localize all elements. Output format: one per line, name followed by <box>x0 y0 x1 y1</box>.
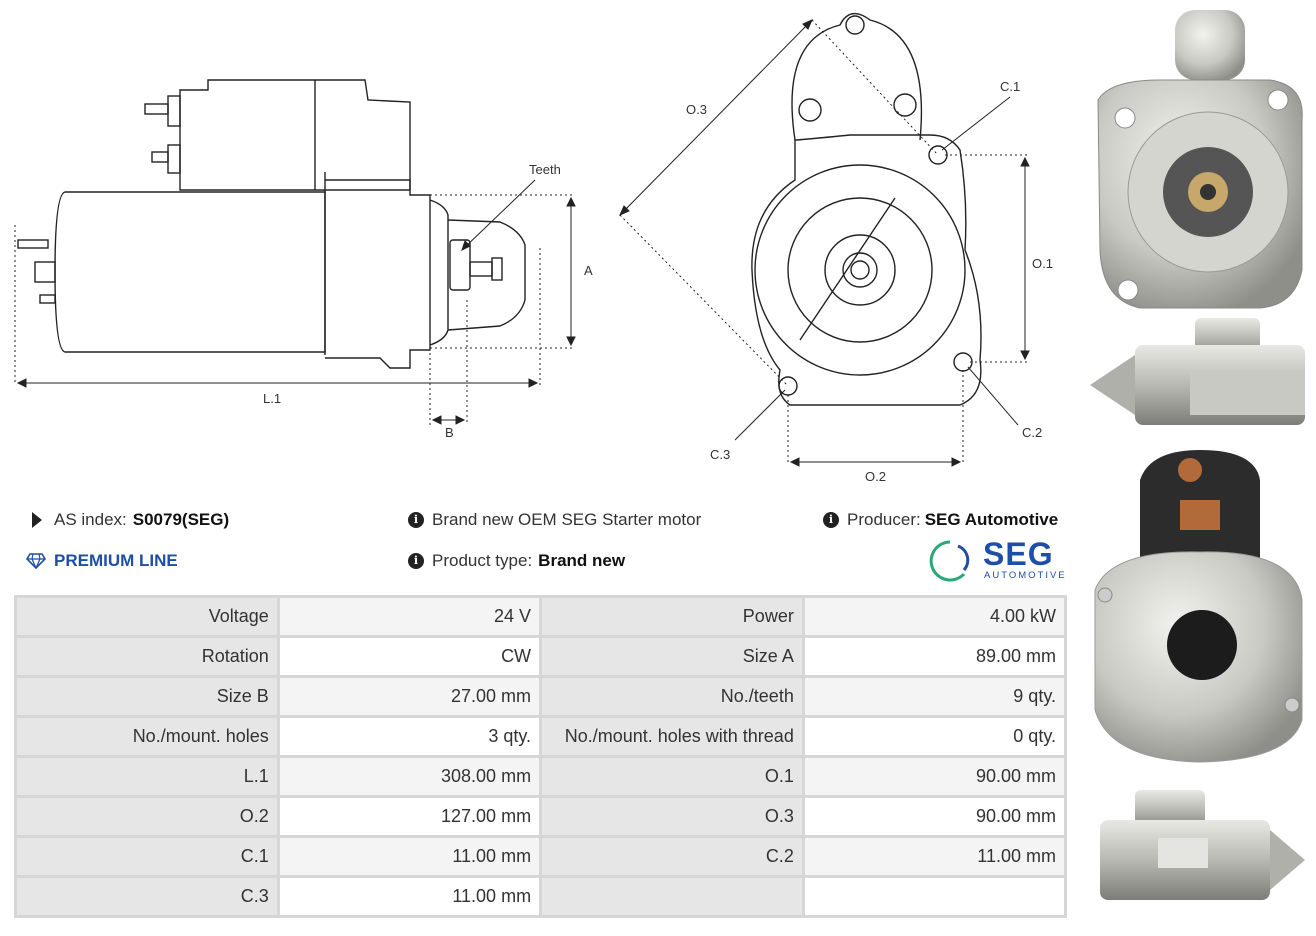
spec-label: L.1 <box>17 758 277 795</box>
label-teeth: Teeth <box>529 162 561 177</box>
photo-side-1 <box>1090 318 1305 425</box>
label-o3: O.3 <box>686 102 707 117</box>
spec-value: 89.00 mm <box>804 638 1064 675</box>
label-c1: C.1 <box>1000 79 1020 94</box>
seg-logo-text: SEG <box>983 536 1054 572</box>
photo-side-2 <box>1100 790 1305 900</box>
seg-logo-sub: AUTOMOTIVE <box>984 570 1067 581</box>
spec-label: Power <box>542 598 802 635</box>
spec-label <box>542 878 802 915</box>
spec-value: 9 qty. <box>804 678 1064 715</box>
premium-line-label: PREMIUM LINE <box>54 551 178 570</box>
spec-value: 11.00 mm <box>279 838 540 875</box>
spec-label: O.2 <box>17 798 277 835</box>
spec-label: No./mount. holes <box>17 718 277 755</box>
spec-label: O.1 <box>542 758 802 795</box>
label-o1: O.1 <box>1032 256 1053 271</box>
label-b: B <box>445 425 454 440</box>
photo-front-flange <box>1097 10 1303 309</box>
product-type-value: Brand new <box>538 551 626 570</box>
spec-value: CW <box>279 638 540 675</box>
spec-value: 27.00 mm <box>279 678 540 715</box>
seg-logo: SEG AUTOMOTIVE <box>928 536 1068 584</box>
description: i Brand new OEM SEG Starter motor <box>408 510 701 530</box>
premium-line: PREMIUM LINE <box>26 551 178 571</box>
spec-value: 90.00 mm <box>804 798 1064 835</box>
spec-label: Size B <box>17 678 277 715</box>
info-icon: i <box>408 553 424 569</box>
photo-rear <box>1094 450 1303 763</box>
spec-value: 24 V <box>279 598 540 635</box>
product-photos <box>1090 10 1305 900</box>
tag-icon <box>32 512 42 528</box>
spec-value: 11.00 mm <box>279 878 540 915</box>
info-icon: i <box>408 512 424 528</box>
spec-label: No./teeth <box>542 678 802 715</box>
front-view-drawing: O.3 C.1 O.1 C.2 O.2 C.3 <box>619 12 1053 484</box>
spec-value: 90.00 mm <box>804 758 1064 795</box>
description-text: Brand new OEM SEG Starter motor <box>432 510 702 529</box>
product-type-label: Product type: <box>432 551 533 570</box>
spec-value <box>804 878 1064 915</box>
label-c3: C.3 <box>710 447 730 462</box>
diamond-icon <box>26 553 46 569</box>
spec-value: 3 qty. <box>279 718 540 755</box>
side-view-drawing: Teeth A L.1 B <box>14 79 593 440</box>
product-type: i Product type: Brand new <box>408 551 625 571</box>
spec-label: Size A <box>542 638 802 675</box>
as-index-value: S0079(SEG) <box>132 510 230 529</box>
spec-value: 11.00 mm <box>804 838 1064 875</box>
spec-label: C.1 <box>17 838 277 875</box>
as-index: AS index: S0079(SEG) <box>26 510 229 530</box>
spec-value: 4.00 kW <box>804 598 1064 635</box>
spec-label: C.2 <box>542 838 802 875</box>
spec-label: No./mount. holes with thread <box>542 718 802 755</box>
as-index-label: AS index: <box>54 510 127 529</box>
info-icon: i <box>823 512 839 528</box>
label-a: A <box>584 263 593 278</box>
label-c2: C.2 <box>1022 425 1042 440</box>
producer: i Producer: SEG Automotive <box>823 510 1058 530</box>
spec-label: O.3 <box>542 798 802 835</box>
spec-value: 127.00 mm <box>279 798 540 835</box>
producer-label: Producer: <box>847 510 921 529</box>
label-o2: O.2 <box>865 469 886 484</box>
producer-value: SEG Automotive <box>924 510 1059 529</box>
spec-value: 308.00 mm <box>279 758 540 795</box>
label-l1: L.1 <box>263 391 281 406</box>
spec-label: C.3 <box>17 878 277 915</box>
spec-value: 0 qty. <box>804 718 1064 755</box>
spec-label: Voltage <box>17 598 277 635</box>
spec-label: Rotation <box>17 638 277 675</box>
